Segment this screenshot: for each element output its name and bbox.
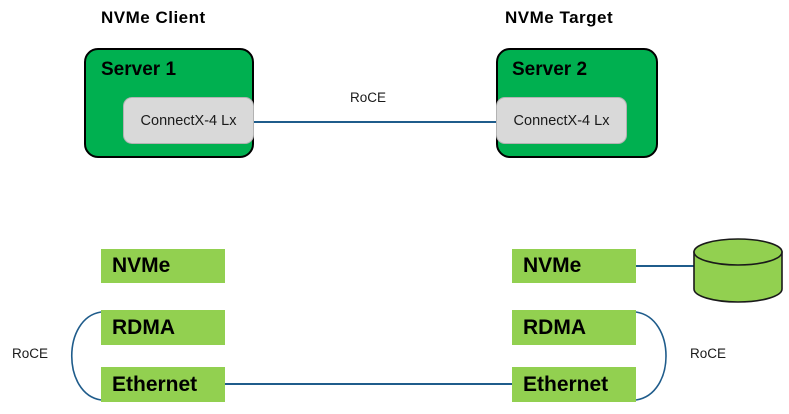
server-2-nic-box[interactable]: ConnectX-4 Lx <box>496 97 627 144</box>
server-1-nic-box[interactable]: ConnectX-4 Lx <box>123 97 254 144</box>
heading-nvme-target: NVMe Target <box>505 8 614 27</box>
left-stack-rdma-label: RDMA <box>112 315 175 339</box>
storage-cylinder-icon <box>693 238 783 303</box>
right-stack-ethernet-label: Ethernet <box>523 372 609 396</box>
server-2-nic-label: ConnectX-4 Lx <box>513 112 610 129</box>
right-stack-ethernet[interactable]: Ethernet <box>512 367 636 402</box>
server-link-roce-label: RoCE <box>350 90 387 105</box>
server-box-2[interactable]: Server 2 ConnectX-4 Lx <box>496 48 658 158</box>
heading-nvme-client: NVMe Client <box>101 8 206 27</box>
left-stack-ethernet[interactable]: Ethernet <box>101 367 225 402</box>
right-stack-nvme[interactable]: NVMe <box>512 249 636 283</box>
server-1-label: Server 1 <box>101 59 177 80</box>
left-stack-rdma[interactable]: RDMA <box>101 310 225 345</box>
server-2-label: Server 2 <box>512 59 588 80</box>
server-1-nic-label: ConnectX-4 Lx <box>140 112 237 129</box>
right-stack-nvme-label: NVMe <box>523 254 582 277</box>
right-roce-label: RoCE <box>690 346 727 361</box>
left-roce-label: RoCE <box>12 346 49 361</box>
right-stack-rdma-label: RDMA <box>523 315 586 339</box>
right-stack-rdma[interactable]: RDMA <box>512 310 636 345</box>
left-stack-ethernet-label: Ethernet <box>112 372 198 396</box>
left-roce-arc <box>71 311 102 401</box>
server-box-1[interactable]: Server 1 ConnectX-4 Lx <box>84 48 254 158</box>
right-roce-arc <box>635 311 667 401</box>
left-stack-nvme-label: NVMe <box>112 254 171 277</box>
left-stack-nvme[interactable]: NVMe <box>101 249 225 283</box>
